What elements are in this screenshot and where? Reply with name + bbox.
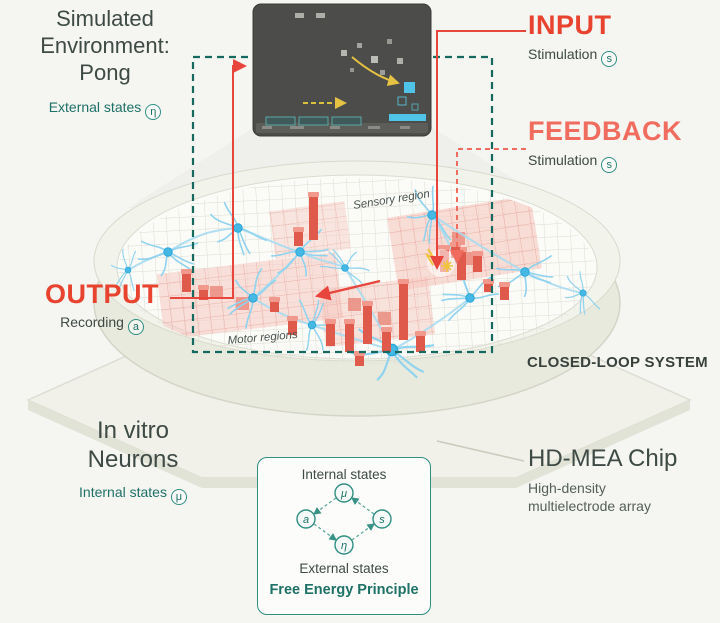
feedback-subtitle-text: Stimulation (528, 152, 598, 168)
free-energy-principle-box: Internal states μ a s η External states … (257, 457, 431, 615)
screen-pixels (341, 39, 403, 75)
pong-paddle (389, 114, 426, 121)
mu-symbol-badge: μ (170, 488, 187, 505)
screen-ticks (262, 126, 410, 129)
fep-node-eta: η (341, 540, 347, 552)
feedback-title: FEEDBACK (528, 116, 683, 146)
hdmea-chip-label: HD-MEA Chip High-density multielectrode … (528, 444, 677, 516)
input-title: INPUT (528, 10, 612, 40)
eta-symbol-badge: η (145, 104, 162, 121)
output-arrow (170, 59, 247, 299)
fep-internal-states-label: Internal states (301, 467, 387, 482)
fep-node-s: s (379, 514, 385, 526)
internal-states-text: Internal states (79, 483, 167, 500)
in-vitro-neurons-title: In vitro Neurons (87, 417, 179, 474)
fep-node-a: a (303, 514, 309, 526)
ball-trajectory-arrow (351, 56, 400, 87)
fep-node-mu: μ (340, 488, 347, 500)
hdmea-chip-title: HD-MEA Chip (528, 445, 678, 472)
fep-external-states-label: External states (299, 561, 389, 576)
sensory-to-motor-arrow (314, 279, 381, 301)
fep-markov-blanket-diagram: μ a s η (296, 483, 392, 555)
output-subtitle-text: Recording (60, 314, 124, 330)
output-title: OUTPUT (45, 279, 159, 309)
score-marks (295, 13, 325, 18)
input-arrow (430, 30, 526, 270)
hdmea-chip-subtitle: High-density multielectrode array (528, 480, 651, 515)
a-symbol-badge: a (127, 319, 144, 335)
screen-bricks (265, 116, 362, 126)
external-states-text: External states (48, 99, 142, 116)
feedback-arrow (450, 148, 526, 264)
pong-screen (252, 3, 432, 137)
s-symbol-badge: s (601, 51, 618, 67)
simulated-environment-label: Simulated Environment: Pong External sta… (15, 6, 195, 121)
pong-ball (404, 82, 415, 93)
fep-title: Free Energy Principle (269, 582, 419, 598)
closed-loop-system-label: CLOSED-LOOP SYSTEM (527, 354, 708, 371)
s-symbol-badge: s (601, 157, 618, 173)
simulated-environment-title: Simulated Environment: Pong (40, 6, 170, 85)
hdmea-pointer-line (436, 440, 525, 462)
input-subtitle-text: Stimulation (528, 46, 598, 62)
